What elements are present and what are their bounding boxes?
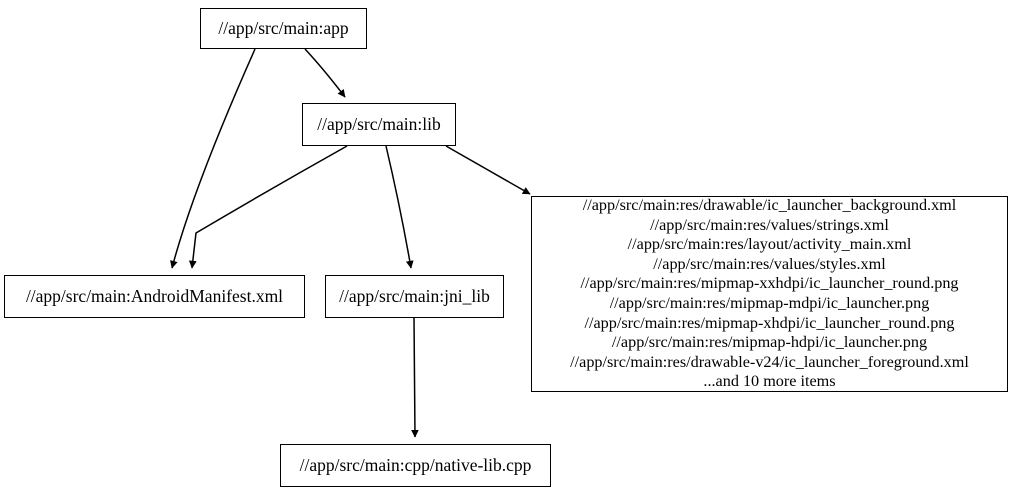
node-jni-lib-label: //app/src/main:jni_lib (339, 285, 490, 306)
node-android-manifest[interactable]: //app/src/main:AndroidManifest.xml (4, 275, 305, 318)
node-lib-label: //app/src/main:lib (317, 113, 441, 134)
edge-app-to-lib (304, 48, 346, 98)
node-resources-label: //app/src/main:res/drawable/ic_launcher_… (570, 196, 969, 391)
node-app-label: //app/src/main:app (218, 17, 349, 38)
node-resources[interactable]: //app/src/main:res/drawable/ic_launcher_… (531, 196, 1008, 392)
node-jni-lib[interactable]: //app/src/main:jni_lib (325, 275, 504, 318)
edge-lib-to-manifest (188, 145, 348, 269)
edge-app-to-manifest (170, 48, 256, 269)
edge-jni_lib-to-native_lib (411, 317, 419, 438)
edge-lib-to-resources (445, 145, 531, 195)
node-native-lib-cpp[interactable]: //app/src/main:cpp/native-lib.cpp (280, 444, 551, 487)
node-android-manifest-label: //app/src/main:AndroidManifest.xml (25, 285, 284, 306)
node-app[interactable]: //app/src/main:app (200, 8, 367, 49)
node-native-lib-cpp-label: //app/src/main:cpp/native-lib.cpp (299, 454, 532, 475)
node-lib[interactable]: //app/src/main:lib (302, 103, 456, 146)
edge-lib-to-jni_lib (385, 145, 414, 269)
